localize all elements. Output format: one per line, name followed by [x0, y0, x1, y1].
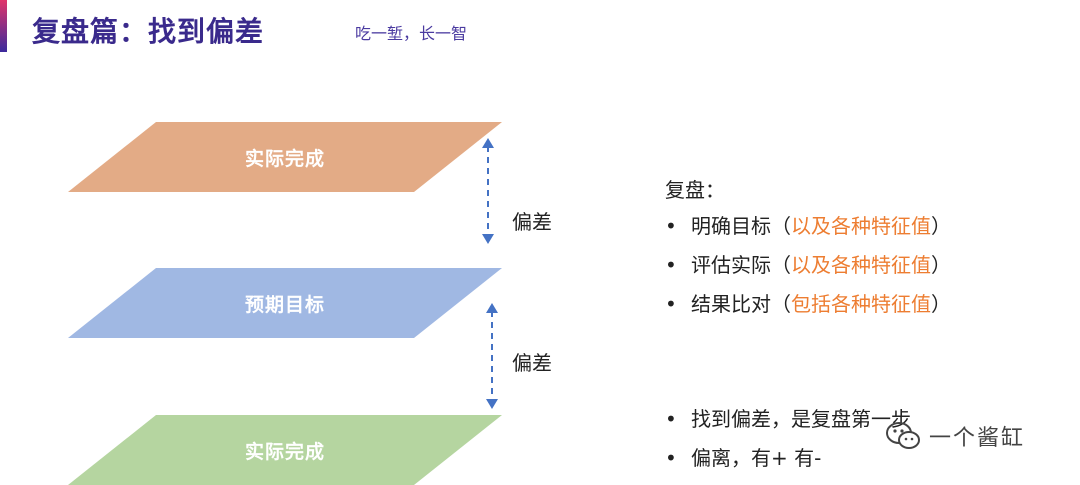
- step-tail: ）: [931, 292, 951, 316]
- bullet: •: [665, 214, 677, 238]
- bullet: •: [665, 446, 677, 470]
- review-step-item: • 结果比对（包括各种特征值）: [665, 285, 951, 324]
- step-highlight: 包括各种特征值: [791, 292, 931, 316]
- bottom-layer-shape: [68, 415, 502, 485]
- top-layer-actual: 实际完成: [68, 122, 502, 192]
- review-notes-list: • 找到偏差，是复盘第一步 • 偏离，有+ 有-: [665, 400, 911, 478]
- bullet: •: [665, 292, 677, 316]
- page-title: 复盘篇：找到偏差: [32, 15, 265, 48]
- note-text: 偏离，有+ 有-: [691, 446, 822, 470]
- bottom-layer-actual: 实际完成: [68, 415, 502, 485]
- step-highlight: 以及各种特征值: [791, 253, 931, 277]
- top-layer-shape: [68, 122, 502, 192]
- middle-layer-shape: [68, 268, 502, 338]
- watermark: 一个酱缸: [885, 420, 1025, 452]
- middle-layer-target: 预期目标: [68, 268, 502, 338]
- review-heading: 复盘：: [665, 178, 725, 202]
- review-step-item: • 明确目标（以及各种特征值）: [665, 207, 951, 246]
- wechat-icon: [886, 422, 920, 449]
- step-highlight: 以及各种特征值: [791, 214, 931, 238]
- step-text: 明确目标（: [691, 214, 791, 238]
- review-steps-list: •明确目标（以及各种特征值） •评估实际（以及各种特征值） •结果比对（包括各种…: [665, 207, 951, 324]
- upper-deviation-label: 偏差: [512, 210, 552, 234]
- bottom-layer-label: 实际完成: [244, 440, 325, 463]
- top-layer-label: 实际完成: [244, 147, 325, 170]
- step-tail: ）: [931, 253, 951, 277]
- bullet: •: [665, 407, 677, 431]
- step-text: 结果比对（: [691, 292, 791, 316]
- step-tail: ）: [931, 214, 951, 238]
- review-note-item: • 找到偏差，是复盘第一步: [665, 400, 911, 439]
- upper-deviation-arrow-icon: [482, 138, 494, 244]
- middle-layer-label: 预期目标: [244, 293, 325, 316]
- page-subtitle: 吃一堑，长一智: [355, 24, 468, 43]
- step-text: 评估实际（: [691, 253, 791, 277]
- lower-deviation-label: 偏差: [512, 351, 552, 375]
- note-text: 找到偏差，是复盘第一步: [691, 407, 911, 431]
- review-step-item: • 评估实际（以及各种特征值）: [665, 246, 951, 285]
- bullet: •: [665, 253, 677, 277]
- lower-deviation-arrow-icon: [486, 303, 498, 409]
- review-note-item: • 偏离，有+ 有-: [665, 439, 911, 478]
- watermark-text: 一个酱缸: [929, 426, 1026, 451]
- title-accent-bar: [0, 0, 7, 52]
